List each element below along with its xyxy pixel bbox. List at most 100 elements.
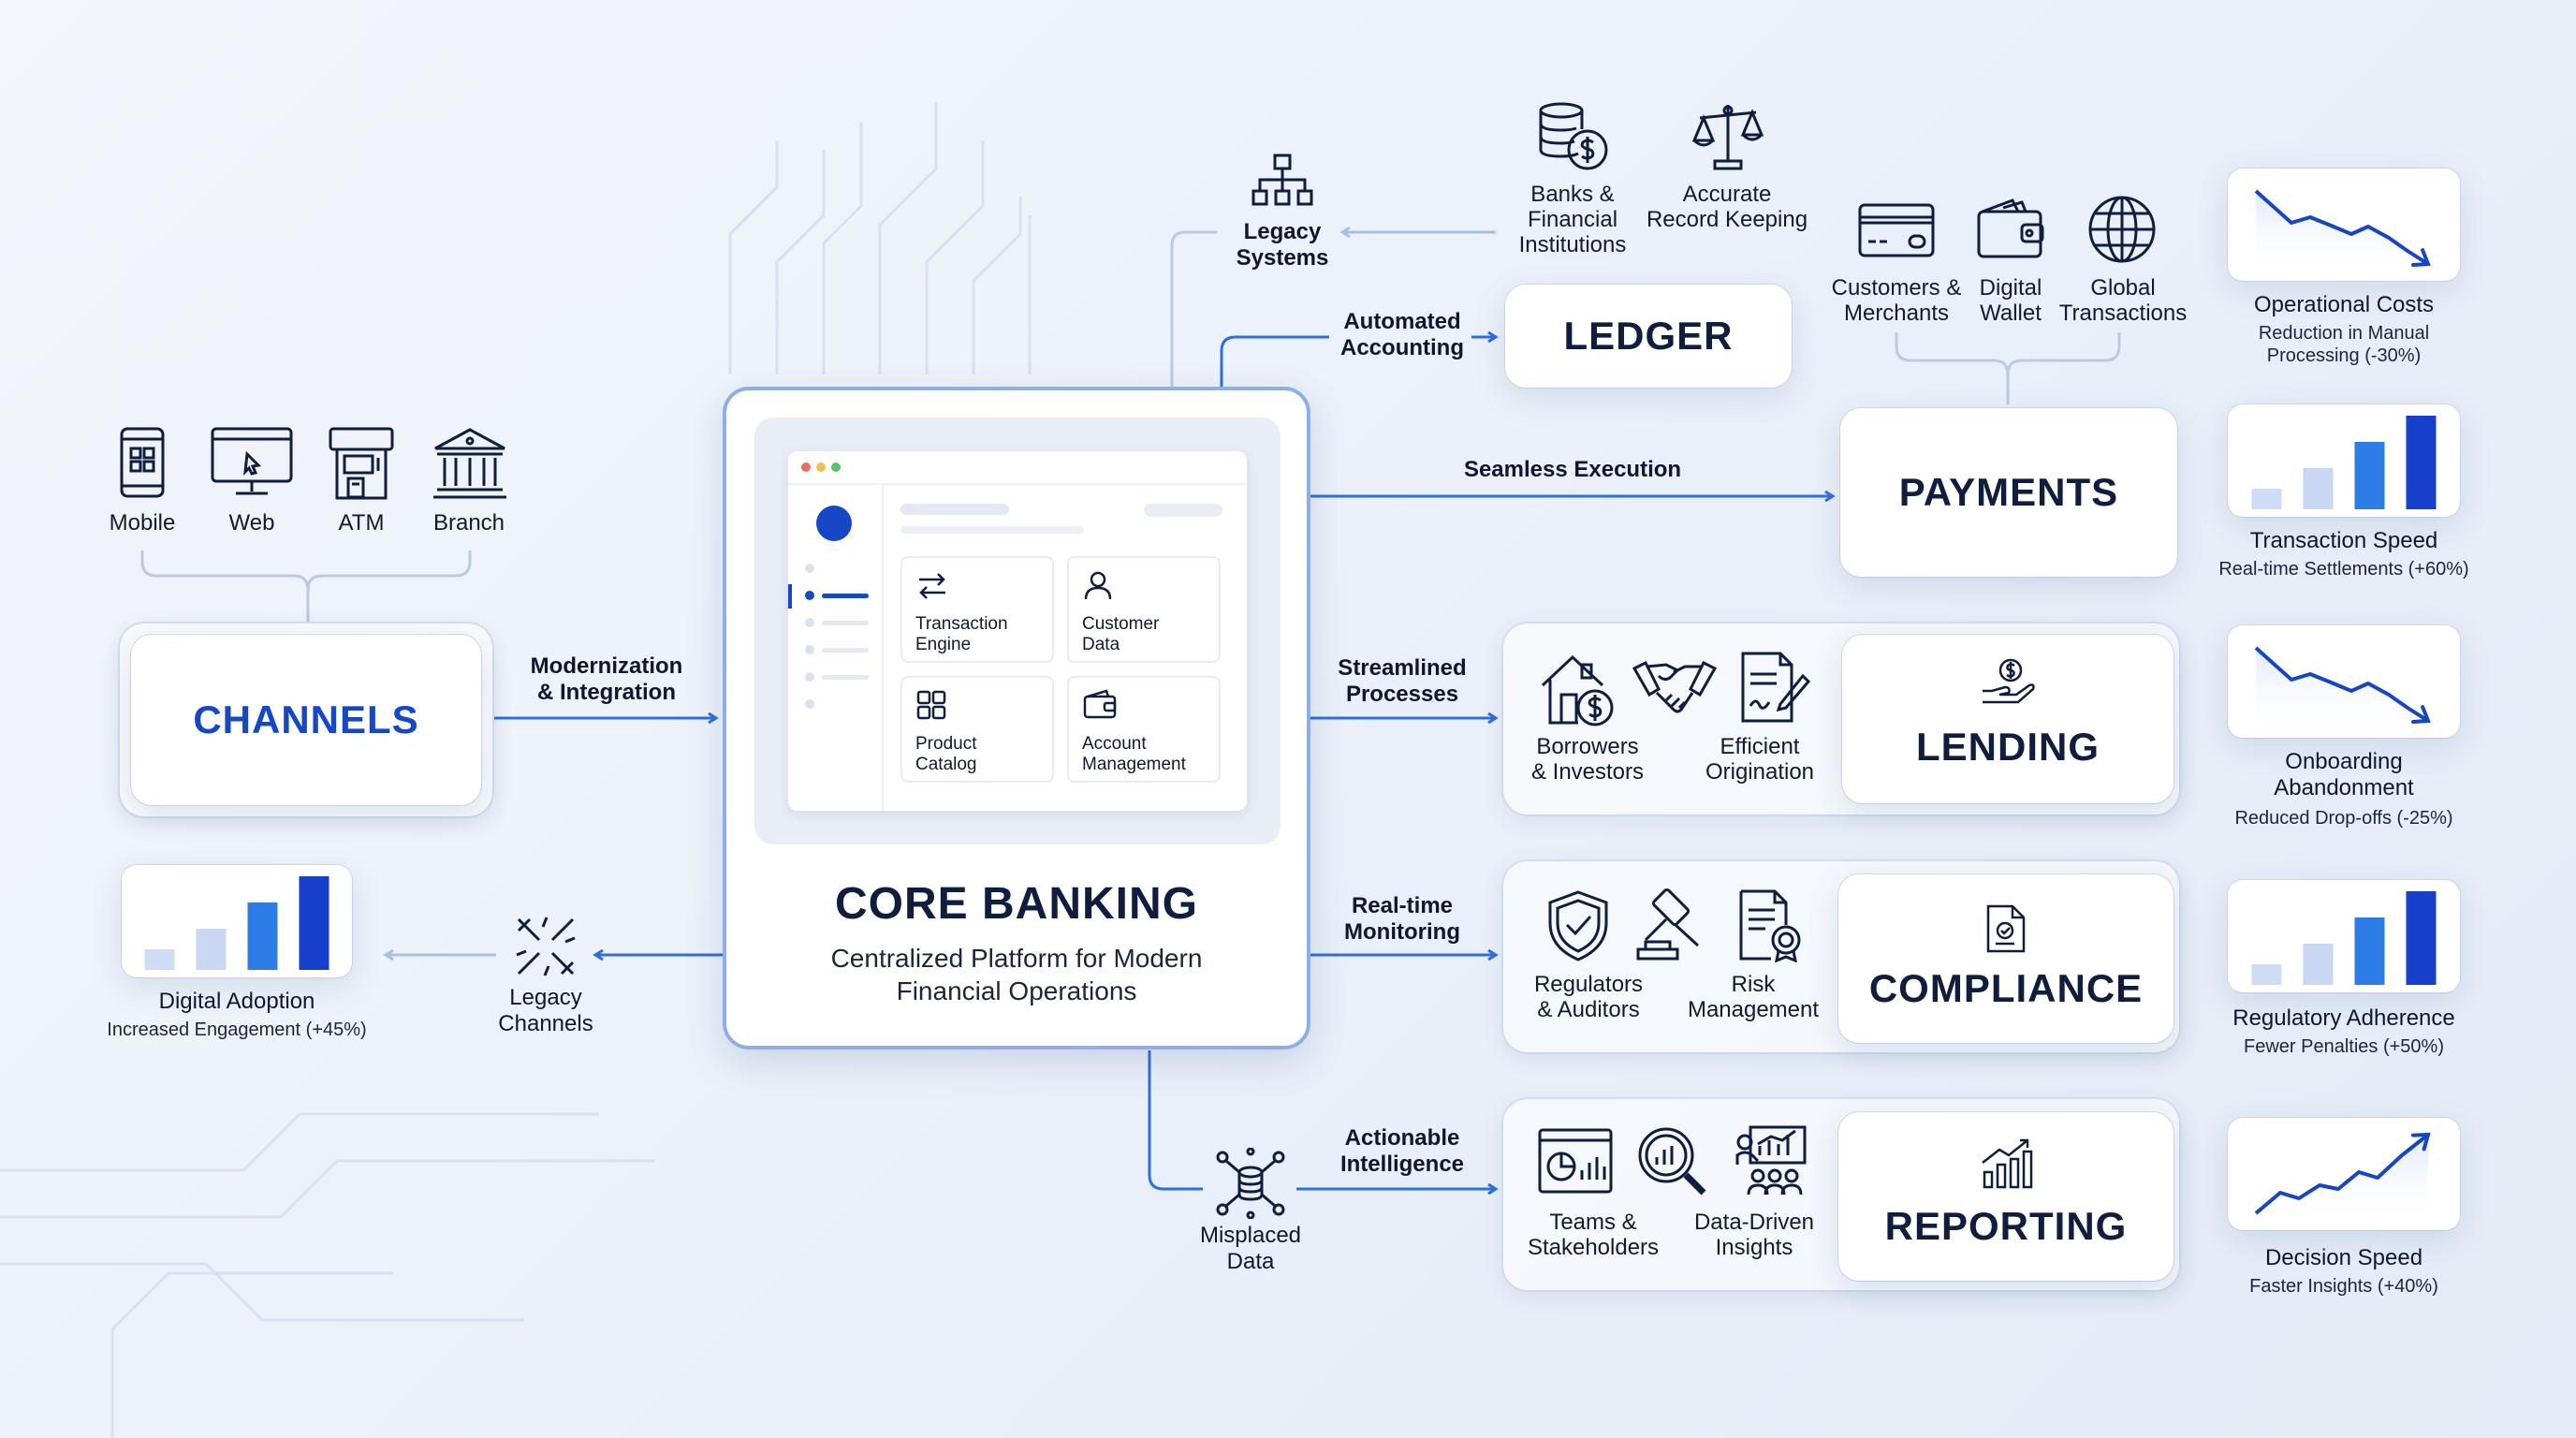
channel-label-branch: Branch [432,510,505,536]
metric-subtitle: Increased Engagement (+45%) [107,1020,367,1040]
credit-card-icon [1857,202,1936,258]
sidebar-item[interactable] [805,672,814,682]
chart-area [2256,191,2428,277]
sidebar-item-bar [822,648,869,653]
presentation-team-icon [1734,1123,1808,1198]
sidebar-item[interactable] [805,645,814,654]
growth-chart-icon [1982,1138,2033,1189]
module-label: Transaction Engine [915,614,1008,654]
sidebar-item[interactable] [805,591,814,600]
metric-card-transaction-speed [2228,404,2460,517]
channels-hub[interactable]: CHANNELS [131,635,481,805]
chart-area [2256,1135,2428,1226]
metric-title: Decision Speed [2264,1245,2423,1270]
window-minimize-dot[interactable] [816,462,826,472]
chart-bar [2406,891,2437,985]
payments-title: PAYMENTS [1898,470,2119,514]
stakeholder-digital-wallet: Digital Wallet [1979,275,2042,326]
window-close-dot[interactable] [801,462,811,472]
legacy-systems-label: Legacy Systems [1236,219,1329,271]
channel-label-mobile: Mobile [109,510,176,536]
stakeholder-banks: Banks & Financial Institutions [1518,182,1627,257]
house-dollar-icon [1539,652,1616,726]
core-subtitle: Centralized Platform for Modern Financia… [830,944,1203,1005]
metric-card-onboarding [2228,625,2460,738]
trend-down-chart [2254,189,2431,277]
metric-subtitle: Real-time Settlements (+60%) [2218,559,2469,580]
compliance-hub[interactable]: COMPLIANCE [1838,874,2174,1043]
sidebar-item[interactable] [805,699,814,709]
metric-card-operational-costs [2228,169,2460,281]
header-placeholder [900,526,1084,534]
module-product-catalog[interactable]: Product Catalog [900,676,1054,783]
app-logo [816,506,852,541]
core-title: CORE BANKING [834,879,1198,929]
compliance-title: COMPLIANCE [1868,966,2144,1010]
sidebar-item[interactable] [805,618,814,627]
module-account-management[interactable]: Account Management [1067,676,1221,783]
chart-area [2256,648,2428,734]
document-check-icon [1986,904,2026,953]
stakeholder-teams: Teams & Stakeholders [1527,1210,1660,1260]
flow-label-streamlined: Streamlined Processes [1338,655,1467,707]
chart-bar [2354,442,2385,509]
window-titlebar [788,451,1247,485]
shield-check-icon [1546,889,1610,962]
globe-icon [2087,195,2157,264]
stakeholder-risk-management: Risk Management [1687,972,1820,1022]
reporting-hub[interactable]: REPORTING [1838,1112,2174,1281]
stakeholder-record-keeping: Accurate Record Keeping [1646,182,1808,232]
lending-hub[interactable]: LENDING [1842,635,2174,803]
stakeholder-borrowers: Borrowers & Investors [1530,734,1645,785]
channel-label-web: Web [228,510,275,536]
metric-card-digital-adoption [122,865,352,977]
stakeholder-data-driven: Data-Driven Insights [1693,1210,1815,1260]
module-transaction-engine[interactable]: Transaction Engine [900,556,1054,663]
sidebar-item-bar [822,621,869,625]
metric-card-decision-speed [2228,1118,2460,1230]
ledger-hub[interactable]: LEDGER [1505,285,1792,388]
coins-dollar-icon [1535,101,1610,174]
atm-icon [328,426,395,501]
bar-growth-chart [2251,416,2437,509]
broken-connection-icon [513,914,578,979]
module-label: Customer Data [1082,614,1160,654]
wallet-icon [1083,689,1117,719]
window-maximize-dot[interactable] [831,462,841,472]
handshake-icon [1632,655,1717,717]
stakeholder-regulators: Regulators & Auditors [1533,972,1644,1022]
chart-arrowhead [2411,1132,2431,1152]
chart-bar [2354,917,2385,985]
smartphone-icon [118,426,167,499]
ledger-title: LEDGER [1563,314,1734,358]
chart-bar [196,929,227,970]
magnifier-chart-icon [1634,1123,1709,1198]
flow-label-automated-accounting: Automated Accounting [1340,309,1464,360]
sidebar-item-active[interactable] [788,584,792,609]
dashboard-icon [1537,1127,1614,1195]
metric-subtitle: Reduced Drop-offs (-25%) [2234,808,2453,829]
chart-line [2254,646,2430,723]
lending-title: LENDING [1916,725,2100,769]
document-pen-icon [1739,650,1810,725]
sidebar-item[interactable] [805,564,814,573]
module-label: Account Management [1082,734,1186,774]
flow-label-modernization: Modernization & Integration [530,653,683,705]
user-icon [1084,571,1112,600]
chart-bar [2251,489,2282,509]
bank-building-icon [432,426,508,501]
chart-bar [247,902,278,970]
bar-growth-chart [144,876,329,970]
chart-bar [299,876,329,970]
trend-down-chart [2254,646,2431,734]
sidebar-item-bar [822,594,869,598]
metric-card-regulatory [2228,880,2460,992]
module-customer-data[interactable]: Customer Data [1067,556,1221,663]
payments-hub[interactable]: PAYMENTS [1840,408,2177,577]
header-button-placeholder[interactable] [1144,504,1222,517]
gavel-icon [1632,888,1709,962]
stakeholder-customers: Customers & Merchants [1831,275,1962,326]
scales-icon [1690,99,1765,174]
metric-title: Transaction Speed [2249,528,2438,553]
chart-bar [2303,944,2334,985]
